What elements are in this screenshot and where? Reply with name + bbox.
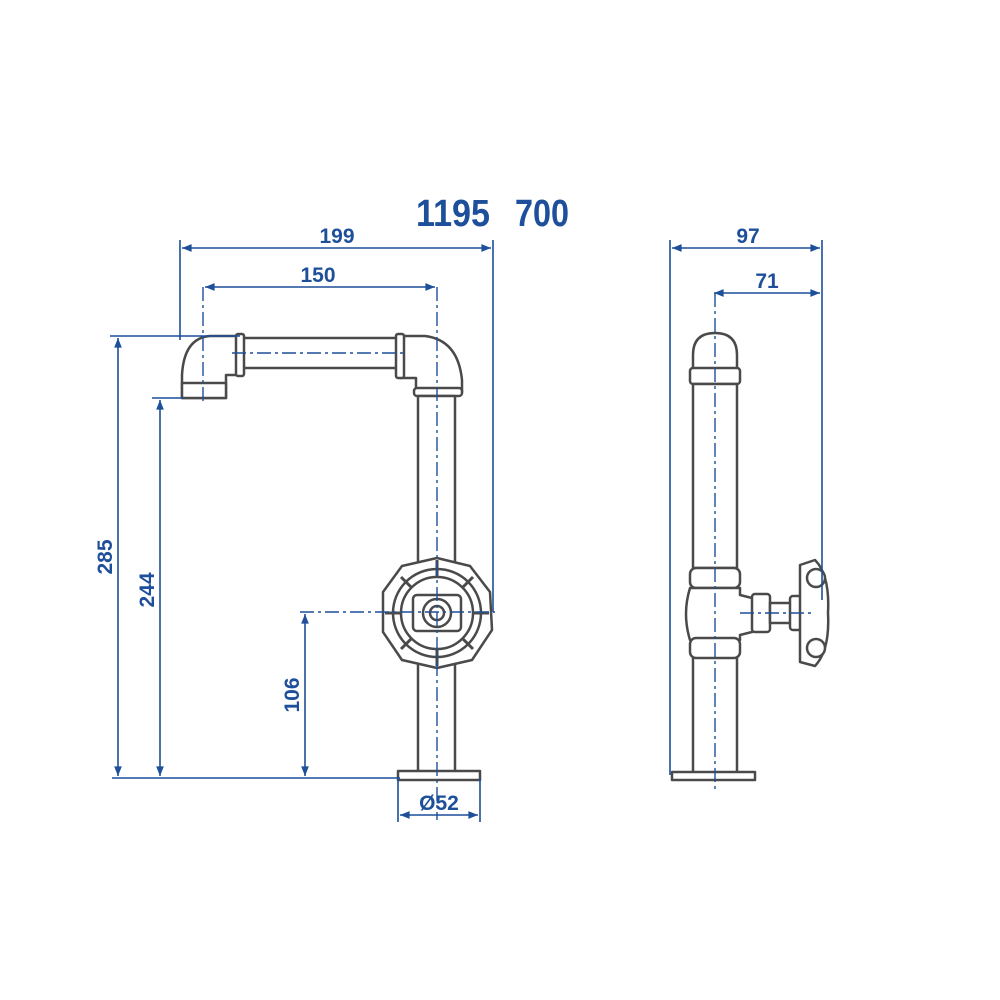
model-code-a: 1195 [416, 193, 490, 235]
side-extension-lines [669, 240, 823, 775]
dim-overall-depth: 97 [736, 225, 759, 248]
dim-handle-depth: 71 [755, 270, 779, 293]
dim-handle-height: 106 [281, 677, 304, 712]
dim-total-height: 285 [94, 539, 117, 574]
valve-body [684, 558, 830, 668]
side-view-faucet [670, 331, 830, 782]
model-code-b: 700 [515, 193, 569, 235]
dim-spout-height: 244 [136, 572, 159, 607]
extension-lines [110, 240, 494, 822]
dim-spout-reach: 150 [300, 264, 335, 287]
front-view-faucet [180, 332, 494, 782]
dim-overall-reach: 199 [319, 225, 354, 248]
dim-base-diameter: Ø52 [419, 792, 459, 815]
